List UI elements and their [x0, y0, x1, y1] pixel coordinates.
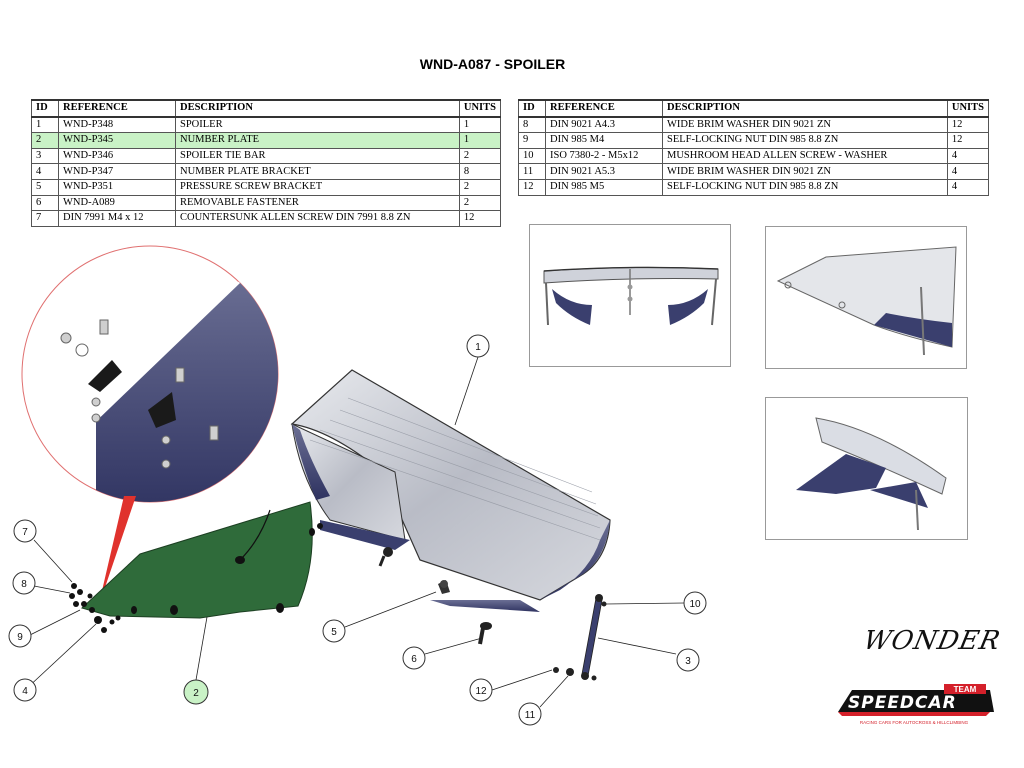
top-view-thumbnail [765, 226, 967, 369]
cell-reference: DIN 7991 M4 x 12 [58, 210, 176, 227]
speedcar-logo: TEAM SPEEDCAR RACING CARS FOR AUTOCROSS … [838, 684, 994, 725]
cell-units: 1 [458, 116, 502, 134]
cell-description: WIDE BRIM WASHER DIN 9021 ZN [662, 116, 948, 134]
svg-text:3: 3 [685, 656, 691, 667]
svg-text:7: 7 [22, 527, 28, 538]
callout-leaders [24, 356, 685, 708]
cell-units: 2 [458, 147, 502, 165]
cell-reference: DIN 985 M5 [545, 178, 663, 196]
svg-text:4: 4 [22, 686, 28, 697]
svg-text:RACING CARS FOR AUTOCROSS & HI: RACING CARS FOR AUTOCROSS & HILLCLIMBING [860, 720, 969, 725]
cell-units: 4 [946, 178, 990, 196]
callout-12: 12 [469, 678, 493, 702]
col-id: ID [31, 99, 59, 118]
cell-units: 1 [458, 132, 502, 149]
callout-6: 6 [402, 646, 426, 670]
removable-fastener [478, 622, 492, 645]
cell-id: 1 [31, 116, 59, 134]
callout-3: 3 [676, 648, 700, 672]
nut-washer-m5 [553, 667, 574, 676]
callout-10: 10 [683, 591, 707, 615]
pressure-screw-bracket [438, 580, 450, 594]
callout-1: 1 [466, 334, 490, 358]
cell-units: 12 [458, 210, 502, 227]
svg-text:6: 6 [411, 654, 417, 665]
svg-text:TEAM: TEAM [954, 685, 977, 694]
callout-2: 2 [183, 679, 209, 705]
callout-7: 7 [13, 519, 37, 543]
svg-text:9: 9 [17, 632, 23, 643]
callout-4: 4 [13, 678, 37, 702]
callout-5: 5 [322, 619, 346, 643]
underside-view-thumbnail [765, 397, 968, 540]
col-description: DESCRIPTION [662, 99, 948, 118]
svg-text:SPEEDCAR: SPEEDCAR [848, 693, 957, 713]
svg-text:2: 2 [193, 688, 199, 699]
table-header-row: ID REFERENCE DESCRIPTION UNITS [31, 99, 502, 118]
table-header-row: ID REFERENCE DESCRIPTION UNITS [518, 99, 990, 118]
callout-11: 11 [518, 702, 542, 726]
cell-reference: WND-P345 [58, 132, 176, 149]
svg-text:12: 12 [475, 686, 487, 697]
callout-9: 9 [8, 624, 32, 648]
col-reference: REFERENCE [58, 99, 176, 118]
tie-bar [581, 594, 607, 681]
col-description: DESCRIPTION [175, 99, 460, 118]
svg-text:8: 8 [21, 579, 27, 590]
cell-id: 2 [31, 132, 59, 149]
cell-units: 12 [946, 116, 990, 134]
cell-reference: WND-P348 [58, 116, 176, 134]
col-units: UNITS [946, 99, 990, 118]
cell-reference: DIN 9021 A4.3 [545, 116, 663, 134]
svg-text:10: 10 [689, 599, 701, 610]
drawing-title: WND-A087 - SPOILER [419, 56, 566, 72]
callout-8: 8 [12, 571, 36, 595]
col-reference: REFERENCE [545, 99, 663, 118]
svg-text:5: 5 [331, 627, 337, 638]
number-plate [69, 501, 323, 633]
rear-view-thumbnail [529, 224, 731, 367]
col-id: ID [518, 99, 546, 118]
col-units: UNITS [458, 99, 502, 118]
svg-text:1: 1 [475, 342, 481, 353]
cell-units: 2 [458, 178, 502, 196]
wonder-logo: WONDER [860, 626, 1004, 656]
spoiler-wing [290, 369, 611, 612]
svg-text:11: 11 [525, 710, 536, 721]
cell-description: COUNTERSUNK ALLEN SCREW DIN 7991 8.8 ZN [175, 210, 460, 227]
